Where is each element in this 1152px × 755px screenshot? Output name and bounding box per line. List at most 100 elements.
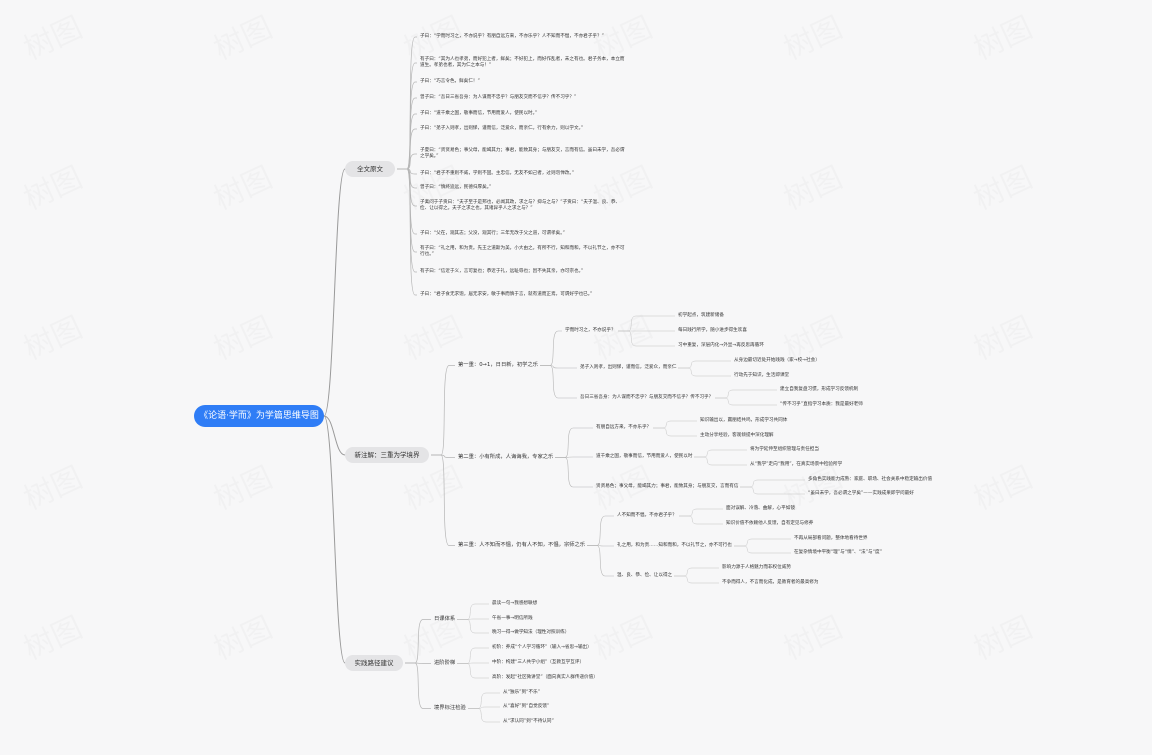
connector (674, 575, 719, 584)
text-leaf[interactable]: 子曰：“君子食无求饱，居无求安，敏于事而慎于言，就有道而正焉，可谓好学也已。” (420, 292, 593, 297)
connector (679, 515, 723, 525)
connector (323, 415, 346, 664)
connector (405, 619, 431, 664)
watermark-text: 树图 (589, 310, 658, 367)
watermark-text: 树图 (969, 10, 1038, 67)
connector (468, 706, 500, 709)
watermark-text: 树图 (209, 10, 278, 67)
practice-leaf[interactable]: 从“喜好”到“自觉反馈” (503, 704, 550, 709)
connector (653, 427, 697, 437)
branch-new-annotation[interactable]: 新注解：三重为学境界 (345, 447, 429, 463)
text-leaf[interactable]: 子曰：“君子不重则不威，学则不固。主忠信，无友不如己者，过则勿惮改。” (420, 171, 575, 176)
stage-3-quote-1[interactable]: 人不知而不愠，不亦君子乎？ (617, 513, 677, 518)
practice-leaf[interactable]: 从“独乐”到“不乐” (503, 690, 541, 695)
connector (457, 647, 489, 664)
text-leaf[interactable]: 子曰：“父在，观其志；父没，观其行；三年无改于父之道，可谓孝矣。” (420, 231, 565, 236)
stage-1-quote-2[interactable]: 弟子入则孝，出则悌，谨而信，泛爱众，而亲仁 (580, 365, 677, 370)
insight-leaf[interactable]: 知识输出以，赢朋结共鸣，形成学习共同体 (700, 418, 788, 423)
stage-3-quote-2[interactable]: 礼之用，和为贵……知和而和，不以礼节之，亦不可行也 (617, 543, 732, 548)
connector (587, 515, 614, 546)
text-leaf[interactable]: 有子曰：“礼之用，和为贵。先王之道斯为美，小大由之。有所不行，知和而和，不以礼节… (420, 246, 625, 258)
insight-leaf[interactable]: 面对误解、冷落、曲解，心平如镜 (726, 506, 795, 511)
stage-3-quote-3[interactable]: 温、良、恭、俭、让以得之 (617, 573, 673, 578)
text-leaf[interactable]: 子禽问于子贡曰：“夫子至于是邦也，必闻其政，求之与？抑与之与？”子贡曰：“夫子温… (420, 200, 621, 212)
watermark-text: 树图 (779, 610, 848, 667)
connector (540, 365, 577, 369)
connector (397, 168, 417, 189)
connector (740, 486, 805, 495)
connector (397, 97, 417, 170)
insight-leaf[interactable]: 将为学延伸至组织管理与责任担当 (750, 447, 819, 452)
text-leaf[interactable]: 曾子曰：“吾日三省吾身：为人谋而不忠乎？与朋友交而不信乎？传不习乎？” (420, 95, 577, 100)
advance-ladder-node[interactable]: 进阶阶梯 (434, 660, 456, 666)
insight-leaf[interactable]: 主动分享经验，客观倾提中深化理解 (700, 433, 774, 438)
insight-leaf[interactable]: “传不习乎”直指学习本质：我是最好老师 (780, 402, 863, 407)
watermark-text: 树图 (19, 160, 88, 217)
connector (457, 663, 489, 679)
connector (397, 168, 417, 235)
text-leaf[interactable]: 有子曰：“信近于义，言可复也；恭近于礼，远耻辱也；因不失其亲，亦可宗也。” (420, 269, 584, 274)
stage-1-node[interactable]: 第一重：0→1，日日新，初学之乐 (458, 362, 539, 368)
watermark-text: 树图 (779, 160, 848, 217)
text-leaf[interactable]: 子曰：“弟子入则孝，出则悌，谨而信，泛爱众，而亲仁。行有余力，则以学文。” (420, 126, 584, 131)
connector (555, 456, 593, 458)
insight-leaf[interactable]: 在复杂情境中平衡“理”与“情”、“法”与“度” (794, 550, 882, 555)
insight-leaf[interactable]: 每日践行所学，随小进步得生欢喜 (678, 328, 747, 333)
insight-leaf[interactable]: 建立自我复盘习惯，形成学习反馈机制 (780, 387, 859, 392)
insight-leaf[interactable]: 习中重复，深层内化→外显→再反思再循环 (678, 343, 764, 348)
connector (397, 168, 417, 207)
insight-leaf[interactable]: 多角色实践能力成熟：家庭、职场、社会关系中稳定输出价值 (808, 477, 933, 482)
connector (397, 153, 417, 170)
insight-leaf[interactable]: 影响力源于人格魅力而非权位威势 (722, 565, 791, 570)
practice-leaf[interactable]: 晨读一句→我感想联想 (492, 601, 538, 606)
stage-3-node[interactable]: 第三重：人不知而不愠，仍有人不知，不愠，宗师之乐 (458, 542, 586, 548)
stage-2-node[interactable]: 第二重：小有所成，人诲诲我，专家之乐 (458, 454, 554, 460)
text-leaf[interactable]: 曾子曰：“慎终追远，民德归厚矣。” (420, 185, 492, 190)
insight-leaf[interactable]: 从“我学”走向“我用”，在真实场景中检验所学 (750, 462, 843, 467)
practice-leaf[interactable]: 高阶：发起“社区微讲堂”（面向真实人群传递价值） (492, 675, 598, 680)
stage-2-quote-3[interactable]: 贤贤易色；事父母，能竭其力；事君，能致其身；与朋友交，言而有信 (596, 484, 739, 489)
practice-leaf[interactable]: 晚习一得→做学知法（理性对照训练） (492, 630, 570, 635)
insight-leaf[interactable]: 行动先于知识，生活即课堂 (734, 373, 790, 378)
stage-2-quote-2[interactable]: 道千乘之国，敬事而信，节用而爱人，使民以时 (596, 454, 693, 459)
watermark-text: 树图 (969, 460, 1038, 517)
level-check-node[interactable]: 境界标注检验 (434, 705, 466, 711)
connector (397, 168, 417, 253)
branch-full-text[interactable]: 全文原文 (345, 161, 395, 177)
text-leaf[interactable]: 子曰：“学而时习之，不亦说乎？有朋自远方来，不亦乐乎？人不知而不愠，不亦君子乎？… (420, 34, 604, 39)
connector (678, 367, 731, 377)
insight-leaf[interactable]: 从身边最切近处开始践践（家→校→社会） (734, 358, 820, 363)
connector (457, 662, 489, 664)
insight-leaf[interactable]: 不再从局部看问题，整体地看待世界 (794, 536, 868, 541)
watermark-text: 树图 (209, 160, 278, 217)
insight-leaf[interactable]: “虽曰未学，吾必谓之学矣”——实践成果即学问最好 (808, 491, 914, 496)
watermark-text: 树图 (399, 460, 468, 517)
root-node[interactable]: 《论语·学而》为学篇思维导图 (194, 405, 324, 427)
text-leaf[interactable]: 子曰：“巧言令色，鲜矣仁！” (420, 79, 480, 84)
connector (397, 62, 417, 170)
connector (397, 113, 417, 170)
text-leaf[interactable]: 有子曰：“其为人也孝弟，而好犯上者，鲜矣；不好犯上，而好作乱者，未之有也。君子务… (420, 57, 625, 69)
text-leaf[interactable]: 子夏曰：“贤贤易色；事父母，能竭其力；事君，能致其身；与朋友交，言而有信。虽曰未… (420, 148, 625, 160)
watermark-text: 树图 (19, 10, 88, 67)
connector (397, 81, 417, 170)
practice-leaf[interactable]: 从“求认同”到“不待认同” (503, 719, 554, 724)
daily-practice-node[interactable]: 日课体系 (434, 616, 456, 622)
text-leaf[interactable]: 子曰：“道千乘之国，敬事而信，节用而爱人，使民以时。” (420, 111, 538, 116)
insight-leaf[interactable]: 知识价值不依赖他人反馈，自有定见与修养 (726, 521, 814, 526)
stage-1-quote-3[interactable]: 吾日三省吾身：为人谋而不忠乎？与朋友交而不信乎？传不习乎？ (580, 395, 714, 400)
practice-leaf[interactable]: 初阶：养成“个人学习循环”（输入→省思→输出） (492, 645, 592, 650)
insight-leaf[interactable]: 初学起点，筑建新储备 (678, 313, 724, 318)
stage-2-quote-1[interactable]: 有朋自远方来，不亦乐乎？ (596, 425, 652, 430)
watermark-text: 树图 (969, 160, 1038, 217)
insight-leaf[interactable]: 不争而得人，不言而化成，是教育者的最高修为 (722, 580, 819, 585)
connector (694, 449, 747, 458)
connector (431, 454, 455, 546)
connector (715, 389, 777, 399)
connector (740, 479, 805, 488)
stage-1-quote-1[interactable]: 学而时习之，不亦说乎？ (565, 328, 616, 333)
branch-practice-path[interactable]: 实践路径建议 (345, 655, 403, 671)
practice-leaf[interactable]: 午省一事→明信所践 (492, 616, 533, 621)
practice-leaf[interactable]: 中阶：构建“三人共学小组”（互教互学互评） (492, 660, 585, 665)
watermark-text: 树图 (19, 460, 88, 517)
